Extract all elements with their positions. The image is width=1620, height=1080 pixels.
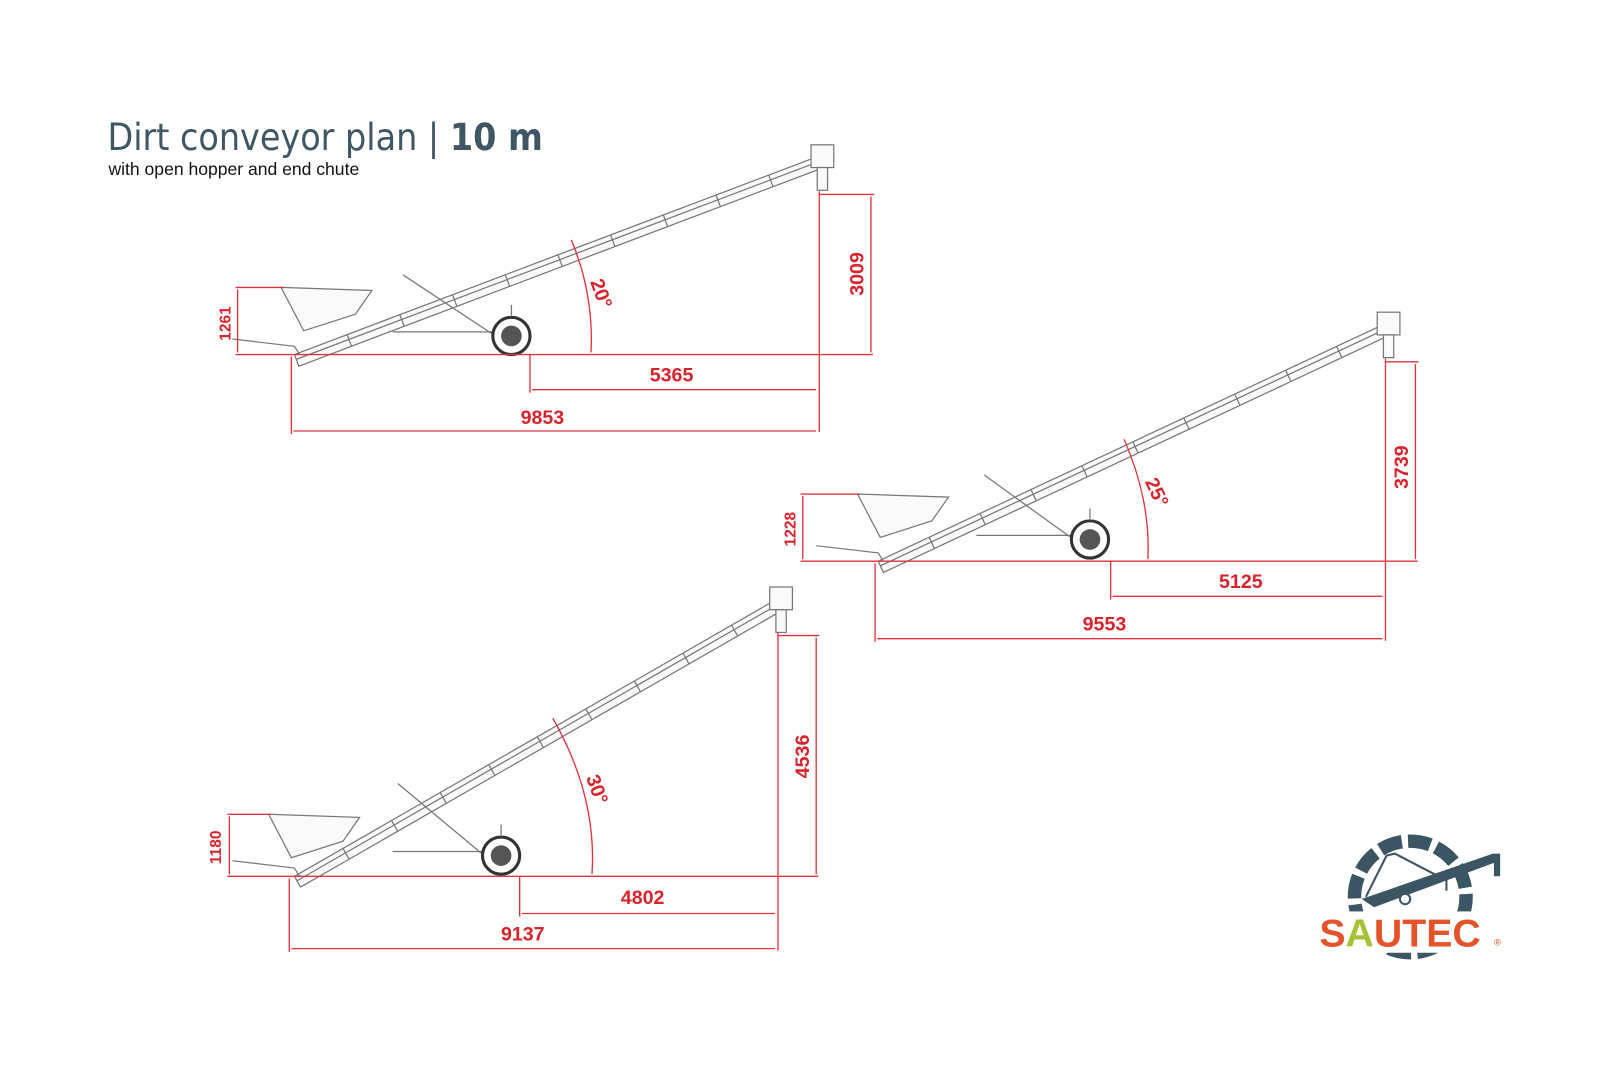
conveyor-roller	[633, 680, 642, 693]
hopper-apron	[232, 338, 301, 355]
conveyor-roller	[1285, 369, 1292, 382]
conveyor-drawing	[816, 311, 1401, 574]
conveyor-roller	[730, 624, 739, 637]
conveyor-roller	[342, 848, 350, 860]
logo-text: SAUTEC	[1319, 912, 1480, 956]
header: Dirt conveyor plan | 10 m with open hopp…	[107, 115, 542, 179]
hopper	[267, 813, 361, 859]
wheel-hub	[501, 325, 522, 347]
conveyor-roller	[504, 274, 511, 287]
conveyor-roller	[1030, 489, 1037, 502]
conveyor-roller	[536, 736, 544, 748]
conveyor-config-25deg: 1228 3739 5125 9553 25°	[783, 311, 1419, 642]
conveyor-logo-icon	[1361, 852, 1501, 908]
conveyor-roller	[1336, 346, 1343, 358]
hopper-apron	[232, 860, 301, 877]
chute-outlet	[816, 166, 829, 191]
conveyor-roller	[610, 234, 616, 247]
total-length-label: 9853	[521, 407, 565, 429]
wheel-to-discharge-label: 4802	[621, 887, 665, 909]
page-subtitle: with open hopper and end chute	[107, 159, 359, 179]
wheel-to-discharge-label: 5125	[1219, 571, 1263, 593]
page-title: Dirt conveyor plan | 10 m	[107, 115, 542, 160]
conveyor-roller	[451, 294, 458, 307]
total-length-label: 9137	[501, 923, 545, 945]
conveyor-config-30deg: 1180 4536 4802 9137 30°	[208, 586, 820, 952]
conveyor-roller	[557, 254, 563, 267]
discharge-height-label: 3739	[1391, 445, 1413, 489]
end-chute	[1376, 311, 1401, 336]
dimensions: 1180 4536 4802 9137 30°	[208, 632, 820, 952]
conveyor-roller	[488, 764, 496, 776]
hopper-apron	[816, 545, 884, 562]
end-chute	[769, 586, 794, 611]
total-length-label: 9553	[1083, 613, 1127, 635]
conveyor-roller	[715, 194, 721, 207]
hopper-height-label: 1180	[208, 831, 225, 865]
wheel-hub	[490, 845, 512, 866]
conveyor-drawing	[232, 144, 835, 367]
conveyor-roller	[1132, 441, 1139, 454]
wheel-hub	[1079, 529, 1101, 550]
hopper-height-label: 1228	[783, 512, 800, 547]
conveyor-roller	[1081, 465, 1088, 478]
wheel-to-discharge-label: 5365	[650, 364, 694, 386]
conveyor-config-20deg: 1261 3009 5365 9853 20°	[217, 144, 875, 435]
conveyor-roller	[585, 708, 593, 720]
angle-label: 20°	[585, 276, 616, 311]
hopper	[856, 493, 950, 539]
conveyor-roller	[768, 174, 774, 187]
hopper	[279, 286, 374, 332]
conveyor-drawing	[232, 586, 794, 888]
conveyor-roller	[1234, 393, 1241, 406]
conveyor-roller	[346, 334, 353, 347]
conveyor-roller	[1183, 417, 1190, 430]
chute-outlet	[1382, 334, 1395, 359]
hopper-height-label: 1261	[217, 306, 234, 341]
conveyor-roller	[439, 792, 447, 804]
conveyor-roller	[928, 537, 935, 549]
registered-mark: ®	[1494, 938, 1501, 948]
sautec-logo: SAUTEC ®	[1314, 834, 1506, 960]
dimensions: 1261 3009 5365 9853 20°	[217, 191, 875, 435]
conveyor-roller	[399, 314, 405, 327]
chute-outlet	[775, 609, 787, 634]
conveyor-roller	[682, 652, 690, 665]
discharge-height-label: 4536	[792, 735, 814, 779]
conveyor-roller	[391, 820, 399, 832]
conveyor-roller	[979, 513, 986, 525]
end-chute	[810, 144, 835, 169]
discharge-height-label: 3009	[847, 252, 869, 296]
conveyor-roller	[662, 214, 669, 227]
